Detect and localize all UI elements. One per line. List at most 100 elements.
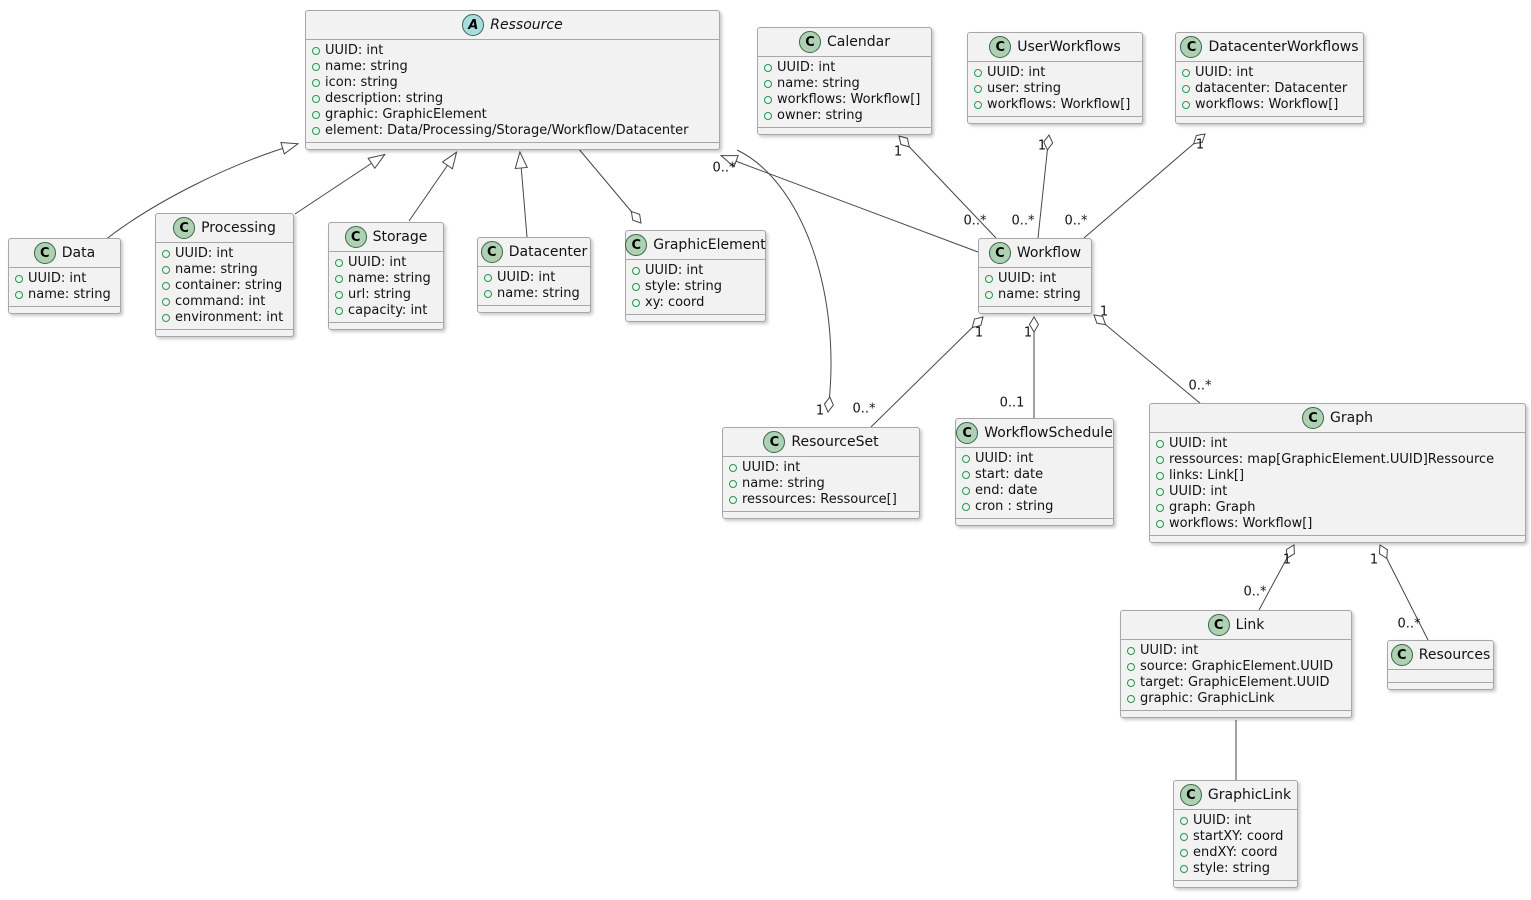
class-attribute: endXY: coord bbox=[1180, 845, 1291, 861]
class-icon: C bbox=[988, 242, 1011, 264]
class-attribute: UUID: int bbox=[484, 270, 584, 286]
field-visibility-icon bbox=[335, 259, 343, 267]
multiplicity-label: 1 bbox=[893, 144, 903, 160]
attribute-text: icon: string bbox=[325, 75, 398, 90]
class-attribute: target: GraphicElement.UUID bbox=[1127, 675, 1345, 691]
class-attribute: UUID: int bbox=[985, 271, 1085, 287]
field-visibility-icon bbox=[162, 266, 170, 274]
attribute-text: name: string bbox=[777, 76, 860, 91]
field-visibility-icon bbox=[335, 275, 343, 283]
multiplicity-label: 0..* bbox=[1064, 213, 1088, 229]
field-visibility-icon bbox=[764, 80, 772, 88]
field-visibility-icon bbox=[632, 267, 640, 275]
class-attribute: source: GraphicElement.UUID bbox=[1127, 659, 1345, 675]
attribute-text: UUID: int bbox=[975, 451, 1034, 466]
class-attribute: style: string bbox=[632, 279, 759, 295]
class-attribute: UUID: int bbox=[15, 271, 114, 287]
attribute-text: end: date bbox=[975, 483, 1038, 498]
field-visibility-icon bbox=[312, 47, 320, 55]
attribute-text: UUID: int bbox=[1169, 484, 1228, 499]
edge-calendar-workflow-aggregation bbox=[898, 135, 997, 239]
methods-compartment bbox=[723, 511, 919, 518]
attributes-list bbox=[1388, 670, 1493, 682]
multiplicity-label: 0..* bbox=[1188, 378, 1212, 394]
methods-compartment bbox=[1150, 535, 1525, 542]
attribute-text: UUID: int bbox=[998, 271, 1057, 286]
field-visibility-icon bbox=[15, 291, 23, 299]
attribute-text: datacenter: Datacenter bbox=[1195, 81, 1348, 96]
class-attribute: cron : string bbox=[962, 499, 1107, 515]
class-icon: C bbox=[989, 36, 1012, 58]
field-visibility-icon bbox=[974, 69, 982, 77]
attribute-text: workflows: Workflow[] bbox=[1195, 97, 1339, 112]
methods-compartment bbox=[758, 127, 931, 134]
field-visibility-icon bbox=[1156, 472, 1164, 480]
class-attribute: name: string bbox=[985, 287, 1085, 303]
attribute-text: endXY: coord bbox=[1193, 845, 1278, 860]
class-name: Resources bbox=[1418, 647, 1491, 663]
attribute-text: UUID: int bbox=[1140, 643, 1199, 658]
class-name: Link bbox=[1235, 617, 1265, 633]
attribute-text: source: GraphicElement.UUID bbox=[1140, 659, 1334, 674]
field-visibility-icon bbox=[162, 314, 170, 322]
class-attribute: name: string bbox=[15, 287, 114, 303]
class-name: WorkflowSchedule bbox=[984, 425, 1113, 441]
methods-compartment bbox=[1121, 710, 1351, 717]
multiplicity-label: 1 bbox=[1282, 552, 1292, 568]
class-attribute: workflows: Workflow[] bbox=[1156, 516, 1519, 532]
class-attribute: graphic: GraphicElement bbox=[312, 107, 713, 123]
field-visibility-icon bbox=[484, 290, 492, 298]
attribute-text: container: string bbox=[175, 278, 283, 293]
attribute-text: workflows: Workflow[] bbox=[777, 92, 921, 107]
field-visibility-icon bbox=[764, 96, 772, 104]
class-attribute: end: date bbox=[962, 483, 1107, 499]
attribute-text: UUID: int bbox=[348, 255, 407, 270]
class-attribute: UUID: int bbox=[729, 460, 913, 476]
class-name: Ressource bbox=[490, 17, 563, 33]
multiplicity-label: 1 bbox=[1195, 137, 1205, 153]
multiplicity-label: 0..* bbox=[1397, 616, 1421, 632]
attribute-text: UUID: int bbox=[28, 271, 87, 286]
methods-compartment bbox=[626, 314, 765, 321]
class-attribute: icon: string bbox=[312, 75, 713, 91]
class-attribute: container: string bbox=[162, 278, 287, 294]
edge-datacenterworkflows-workflow-aggregation bbox=[1083, 133, 1206, 239]
class-attribute: UUID: int bbox=[1182, 65, 1357, 81]
class-icon: C bbox=[1207, 614, 1230, 636]
class-header: C Workflow bbox=[979, 239, 1091, 268]
methods-compartment bbox=[478, 305, 590, 312]
methods-compartment bbox=[968, 116, 1142, 123]
field-visibility-icon bbox=[312, 127, 320, 135]
edge-userworkflows-workflow-aggregation bbox=[1037, 134, 1054, 239]
attribute-text: UUID: int bbox=[645, 263, 704, 278]
edge-workflow-extends-ressource bbox=[722, 156, 979, 253]
attribute-text: UUID: int bbox=[1195, 65, 1254, 80]
class-header: C GraphicElement bbox=[625, 231, 766, 260]
multiplicity-label: 1 bbox=[1037, 138, 1047, 154]
field-visibility-icon bbox=[162, 282, 170, 290]
field-visibility-icon bbox=[162, 298, 170, 306]
class-attribute: workflows: Workflow[] bbox=[974, 97, 1136, 113]
class-name: Graph bbox=[1330, 410, 1373, 426]
edge-storage-extends-ressource bbox=[408, 153, 456, 222]
field-visibility-icon bbox=[15, 275, 23, 283]
methods-compartment bbox=[156, 329, 293, 336]
field-visibility-icon bbox=[335, 291, 343, 299]
attribute-text: name: string bbox=[348, 271, 431, 286]
class-name: Data bbox=[61, 245, 96, 261]
class-attribute: name: string bbox=[729, 476, 913, 492]
class-attribute: UUID: int bbox=[335, 255, 437, 271]
field-visibility-icon bbox=[312, 63, 320, 71]
edge-graph-resources-aggregation bbox=[1378, 544, 1429, 641]
class-attribute: startXY: coord bbox=[1180, 829, 1291, 845]
multiplicity-label: 0..* bbox=[1011, 213, 1035, 229]
class-name: ResourceSet bbox=[791, 434, 879, 450]
